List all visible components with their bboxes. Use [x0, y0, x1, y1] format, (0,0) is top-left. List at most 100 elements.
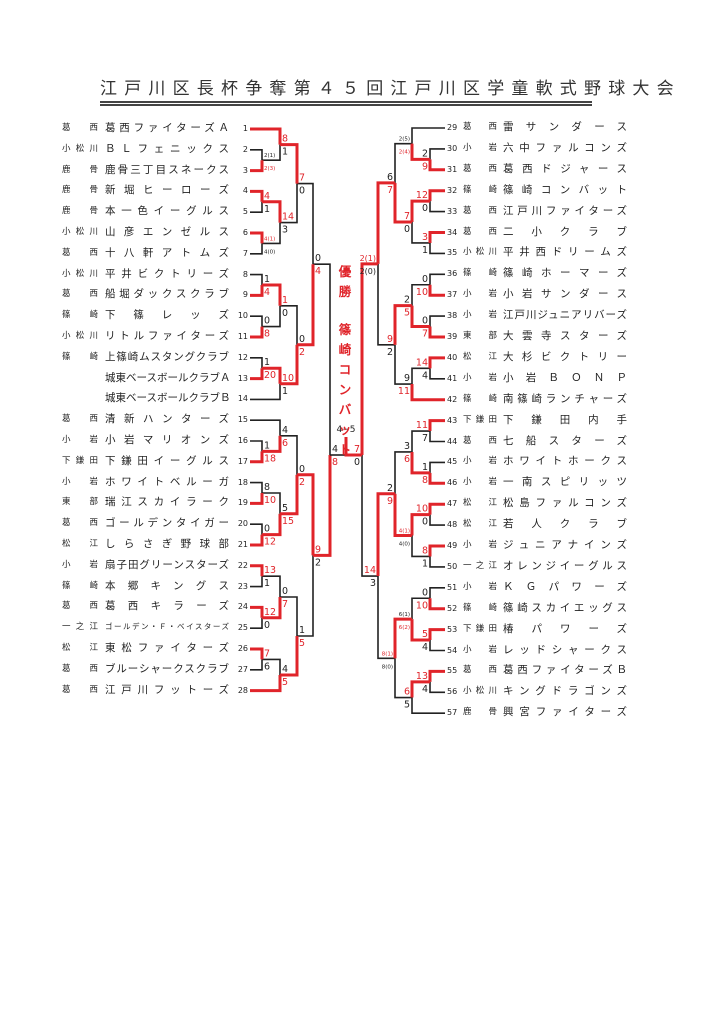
team-district: 篠崎 — [463, 268, 497, 279]
team-district: 松江 — [463, 519, 497, 530]
team-name: 江戸川フットーズ — [105, 683, 229, 696]
team-name: 本郷キングス — [105, 579, 229, 592]
team-name: 上篠崎ムスタングクラブ — [105, 350, 229, 363]
team-number: 41 — [447, 373, 458, 383]
bracket-line-winner — [428, 231, 445, 243]
bracket-line-winner — [428, 284, 445, 297]
score-label: 2 — [422, 148, 428, 159]
team-district: 鹿骨 — [463, 707, 497, 718]
team-number: 36 — [447, 269, 458, 279]
score-label: 5 — [404, 308, 410, 319]
title-underline — [100, 104, 592, 106]
score-label: 13 — [416, 671, 428, 682]
bracket-line — [262, 144, 281, 161]
final-line-winner — [344, 437, 362, 457]
team-number: 28 — [237, 685, 248, 695]
bracket-line — [250, 659, 263, 671]
bracket-line-winner — [393, 493, 412, 538]
score-label: 2(5) — [399, 137, 410, 143]
score-label: 6 — [387, 172, 393, 183]
team-number: 47 — [447, 499, 458, 509]
score-label: 2 — [299, 477, 305, 488]
bracket-line — [297, 182, 314, 265]
team-name: ホワイトホークス — [503, 455, 627, 468]
score-label: 4 — [422, 684, 428, 695]
team-number: 33 — [447, 206, 458, 216]
team-number: 34 — [447, 227, 458, 237]
score-label: 0 — [422, 274, 428, 285]
score-label: 4(0) — [264, 249, 275, 255]
score-label: 1 — [282, 295, 288, 306]
team-name: 本一色イーグルス — [105, 205, 229, 218]
bracket-line-winner — [428, 628, 445, 641]
team-name: ＫＧパワーズ — [503, 580, 627, 593]
team-district: 篠崎 — [463, 602, 497, 613]
score-label: 3 — [422, 232, 428, 243]
team-number: 4 — [242, 186, 248, 196]
team-district: 小岩 — [62, 435, 98, 445]
team-number: 6 — [242, 228, 248, 237]
team-district: 松江 — [62, 643, 98, 653]
score-label: 4 — [332, 444, 338, 455]
team-name: 葛西ファイターズＢ — [503, 664, 627, 677]
bracket-line — [280, 305, 298, 345]
score-label: 0 — [315, 253, 321, 264]
team-number: 24 — [237, 602, 248, 612]
bracket-line — [250, 357, 263, 369]
team-district: 葛西 — [62, 247, 98, 258]
team-district: 篠崎 — [463, 184, 497, 195]
bracket-line — [429, 431, 445, 443]
bracket-line — [411, 535, 430, 558]
team-name: 大雲寺スターズ — [503, 330, 627, 342]
score-label: 8 — [264, 329, 270, 340]
score-label: 7 — [299, 173, 305, 184]
score-label: 5 — [299, 638, 305, 649]
team-name: 山彦エンゼルス — [105, 226, 229, 238]
team-district: 葛西 — [62, 663, 98, 674]
score-label: 12 — [264, 607, 276, 618]
page-title: 江戸川区長杯争奪第４５回江戸川区学童軟式野球大会 — [100, 79, 681, 99]
team-district: 葛西 — [463, 226, 497, 237]
team-name: 下篠レッズ — [105, 309, 229, 322]
team-number: 2 — [242, 144, 248, 154]
team-district: 鹿骨 — [62, 206, 98, 217]
score-label: 1 — [264, 357, 270, 368]
team-name: 篠崎スカイエッグス — [503, 601, 627, 614]
score-label: 3 — [370, 578, 376, 589]
bracket-line — [411, 597, 430, 620]
team-number: 7 — [242, 248, 248, 258]
bracket-line-winner — [410, 305, 430, 329]
bracket-line — [394, 142, 412, 183]
bracket-line-winner — [280, 636, 299, 677]
score-label: 0 — [422, 203, 428, 214]
team-district: 葛西 — [463, 435, 497, 446]
bracket-line-winner — [262, 435, 282, 453]
team-district: 小岩 — [463, 289, 497, 300]
team-number: 23 — [237, 581, 248, 591]
bracket-line-winner — [410, 619, 430, 642]
score-label: 4(1) — [399, 529, 410, 535]
team-district: 下鎌田 — [463, 623, 497, 634]
team-district: 篠崎 — [463, 393, 497, 404]
team-name: 城東ベースボールクラブＡ — [105, 371, 231, 384]
team-number: 42 — [447, 394, 458, 404]
bracket-line-winner — [250, 451, 264, 464]
team-number: 14 — [237, 394, 248, 404]
team-district: 葛西 — [463, 163, 497, 174]
bracket-line — [250, 576, 263, 588]
champion-banner: 優勝 篠崎コンバット — [337, 262, 353, 460]
score-label: 6 — [282, 438, 288, 449]
score-label: 18 — [264, 453, 276, 464]
team-name: 東松ファイターズ — [105, 642, 229, 654]
score-label: 4 — [264, 287, 270, 298]
bracket-line — [262, 575, 281, 597]
team-name: ブルーシャークスクラブ — [105, 662, 229, 675]
team-district: 下鎌田 — [463, 414, 497, 425]
team-name: 下鎌田イーグルス — [105, 454, 229, 467]
bracket-line — [394, 658, 412, 699]
team-name: 二小クラブ — [503, 225, 627, 238]
score-label: 2(1) — [264, 153, 275, 159]
bracket-line — [429, 587, 445, 599]
bracket-line — [280, 435, 298, 475]
